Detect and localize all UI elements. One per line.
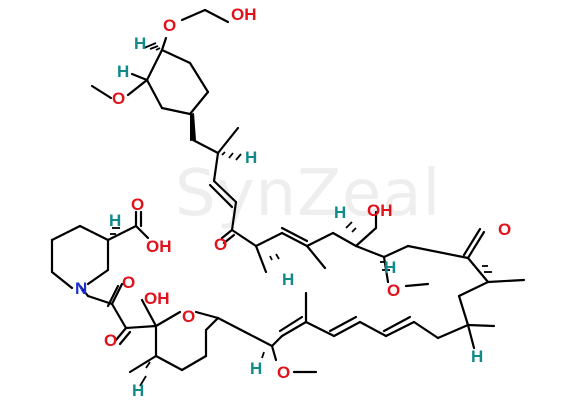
atom-h-hydroxyl-c: H xyxy=(334,203,346,222)
atom-oh-pyran: OH xyxy=(144,289,170,308)
atom-h-methoxy-c: H xyxy=(384,258,396,277)
atom-o-methoxy-mid: O xyxy=(387,281,400,300)
atom-oh-top: OH xyxy=(231,5,257,24)
atom-oh-acid: OH xyxy=(146,237,172,256)
atom-o-diketo-1: O xyxy=(104,331,117,350)
atom-h-lower: H xyxy=(250,359,262,378)
bonds-macrocycle-top xyxy=(220,210,470,288)
atom-o-ether-top: O xyxy=(163,16,176,35)
atom-h-ring-1: H xyxy=(134,34,146,53)
atom-o-ketone-1: O xyxy=(214,235,227,254)
atom-h-ring-2: H xyxy=(117,62,129,81)
atom-o-pyran: O xyxy=(182,307,195,326)
atom-o-diketo-2: O xyxy=(122,273,135,292)
atom-h-piperidine: H xyxy=(109,211,121,230)
atom-o-ketone-2: O xyxy=(498,220,511,239)
atom-h-right: H xyxy=(471,347,483,366)
atom-n-piperidine: N xyxy=(75,279,87,298)
atom-oh-mid: OH xyxy=(367,201,393,220)
atom-o-methoxy-lower: O xyxy=(277,363,290,382)
atom-o-acid: O xyxy=(131,195,144,214)
bonds-lower xyxy=(86,282,318,387)
atom-h-pyran: H xyxy=(132,381,144,400)
bonds-top-chain xyxy=(160,8,230,52)
bonds-macrocycle-right xyxy=(278,227,526,350)
atom-h-linker: H xyxy=(245,148,257,167)
bonds-cyclohexane xyxy=(90,42,210,116)
bonds-linker xyxy=(190,113,258,248)
bonds-piperidine xyxy=(50,210,150,298)
atom-o-methoxy-ring: O xyxy=(112,89,125,108)
atom-h-dimethyl: H xyxy=(282,270,294,289)
